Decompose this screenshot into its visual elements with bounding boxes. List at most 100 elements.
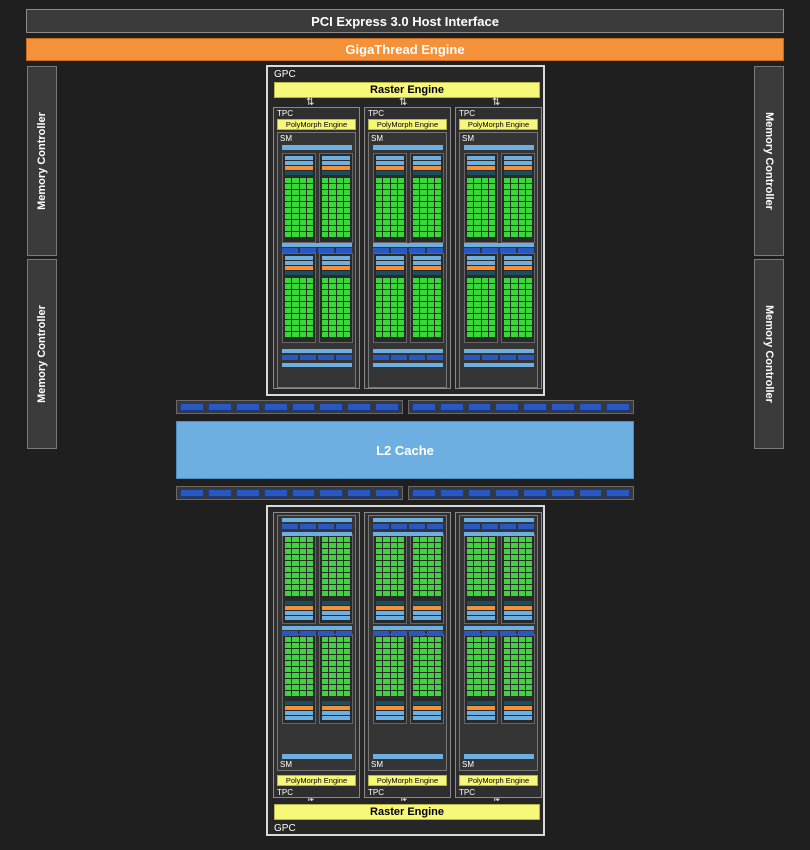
sm-unit — [285, 266, 313, 270]
cuda-core — [292, 549, 299, 554]
sm-unit — [467, 701, 495, 705]
cuda-core — [336, 302, 343, 307]
cuda-core — [376, 561, 383, 566]
cuda-core — [474, 314, 481, 319]
cuda-core — [390, 579, 397, 584]
cuda-core — [420, 314, 427, 319]
cuda-core — [343, 326, 350, 331]
memory-controller-label: Memory Controller — [763, 112, 775, 210]
cuda-core — [383, 208, 390, 213]
cuda-core — [376, 320, 383, 325]
cuda-core — [390, 226, 397, 231]
cuda-core — [299, 691, 306, 696]
cuda-core — [397, 555, 404, 560]
cuda-core — [292, 320, 299, 325]
sm-unit — [504, 171, 532, 175]
cuda-core — [329, 561, 336, 566]
cuda-core — [390, 691, 397, 696]
cuda-core — [518, 320, 525, 325]
cuda-core — [413, 643, 420, 648]
cuda-core — [285, 555, 292, 560]
cuda-core — [434, 537, 441, 542]
cuda-core — [413, 673, 420, 678]
l1-cache — [373, 532, 443, 536]
cuda-core — [376, 649, 383, 654]
cuda-core — [504, 691, 511, 696]
cuda-core — [292, 537, 299, 542]
cuda-core-grid — [467, 178, 495, 240]
cuda-core — [511, 667, 518, 672]
cuda-core — [481, 190, 488, 195]
cuda-core — [306, 667, 313, 672]
cuda-core — [518, 284, 525, 289]
cuda-core — [383, 667, 390, 672]
cuda-core — [292, 561, 299, 566]
cuda-core — [292, 579, 299, 584]
cuda-core — [518, 579, 525, 584]
cuda-core — [434, 190, 441, 195]
cuda-core — [285, 232, 292, 237]
cuda-core — [329, 296, 336, 301]
cuda-core — [518, 278, 525, 283]
cuda-core — [343, 296, 350, 301]
cuda-core — [504, 284, 511, 289]
cuda-core — [292, 673, 299, 678]
cuda-core — [467, 679, 474, 684]
register-block — [500, 355, 516, 360]
sm: SM — [277, 132, 356, 388]
cuda-core — [322, 308, 329, 313]
cuda-core — [306, 196, 313, 201]
cuda-core — [511, 302, 518, 307]
arrows-icon: ⇅ — [306, 793, 315, 804]
cuda-core — [322, 226, 329, 231]
sm-quadrant — [373, 534, 407, 624]
cuda-core — [511, 679, 518, 684]
memory-controller-label: Memory Controller — [36, 305, 48, 403]
cuda-core — [322, 196, 329, 201]
cuda-core — [285, 543, 292, 548]
cuda-core — [329, 302, 336, 307]
cuda-core — [488, 667, 495, 672]
sm-unit — [504, 711, 532, 715]
crossbar-strip — [176, 400, 403, 414]
cuda-core — [336, 537, 343, 542]
cuda-core — [322, 685, 329, 690]
sm-unit — [504, 601, 532, 605]
cuda-core — [518, 691, 525, 696]
sm-unit — [413, 271, 441, 275]
cuda-core — [413, 661, 420, 666]
cuda-core — [343, 543, 350, 548]
cuda-core — [336, 332, 343, 337]
register-block — [464, 248, 480, 253]
cuda-core — [383, 573, 390, 578]
sm-unit — [322, 716, 350, 720]
cuda-core — [420, 673, 427, 678]
cuda-core — [434, 585, 441, 590]
cuda-core — [525, 537, 532, 542]
cuda-core — [474, 320, 481, 325]
cuda-core — [299, 579, 306, 584]
cuda-core — [525, 649, 532, 654]
cuda-core — [488, 549, 495, 554]
cuda-core — [322, 591, 329, 596]
cuda-core — [397, 537, 404, 542]
cuda-core — [397, 585, 404, 590]
sm-unit — [322, 171, 350, 175]
cuda-core — [376, 214, 383, 219]
cuda-core — [518, 178, 525, 183]
cuda-core — [427, 190, 434, 195]
cuda-core — [299, 302, 306, 307]
cuda-core — [329, 226, 336, 231]
cuda-core — [329, 537, 336, 542]
cuda-core — [511, 661, 518, 666]
cuda-core — [488, 537, 495, 542]
cuda-core — [504, 643, 511, 648]
l1-cache — [373, 363, 443, 367]
cuda-core — [504, 637, 511, 642]
cuda-core — [488, 190, 495, 195]
cuda-core — [343, 284, 350, 289]
cuda-core — [285, 673, 292, 678]
cuda-core — [467, 214, 474, 219]
